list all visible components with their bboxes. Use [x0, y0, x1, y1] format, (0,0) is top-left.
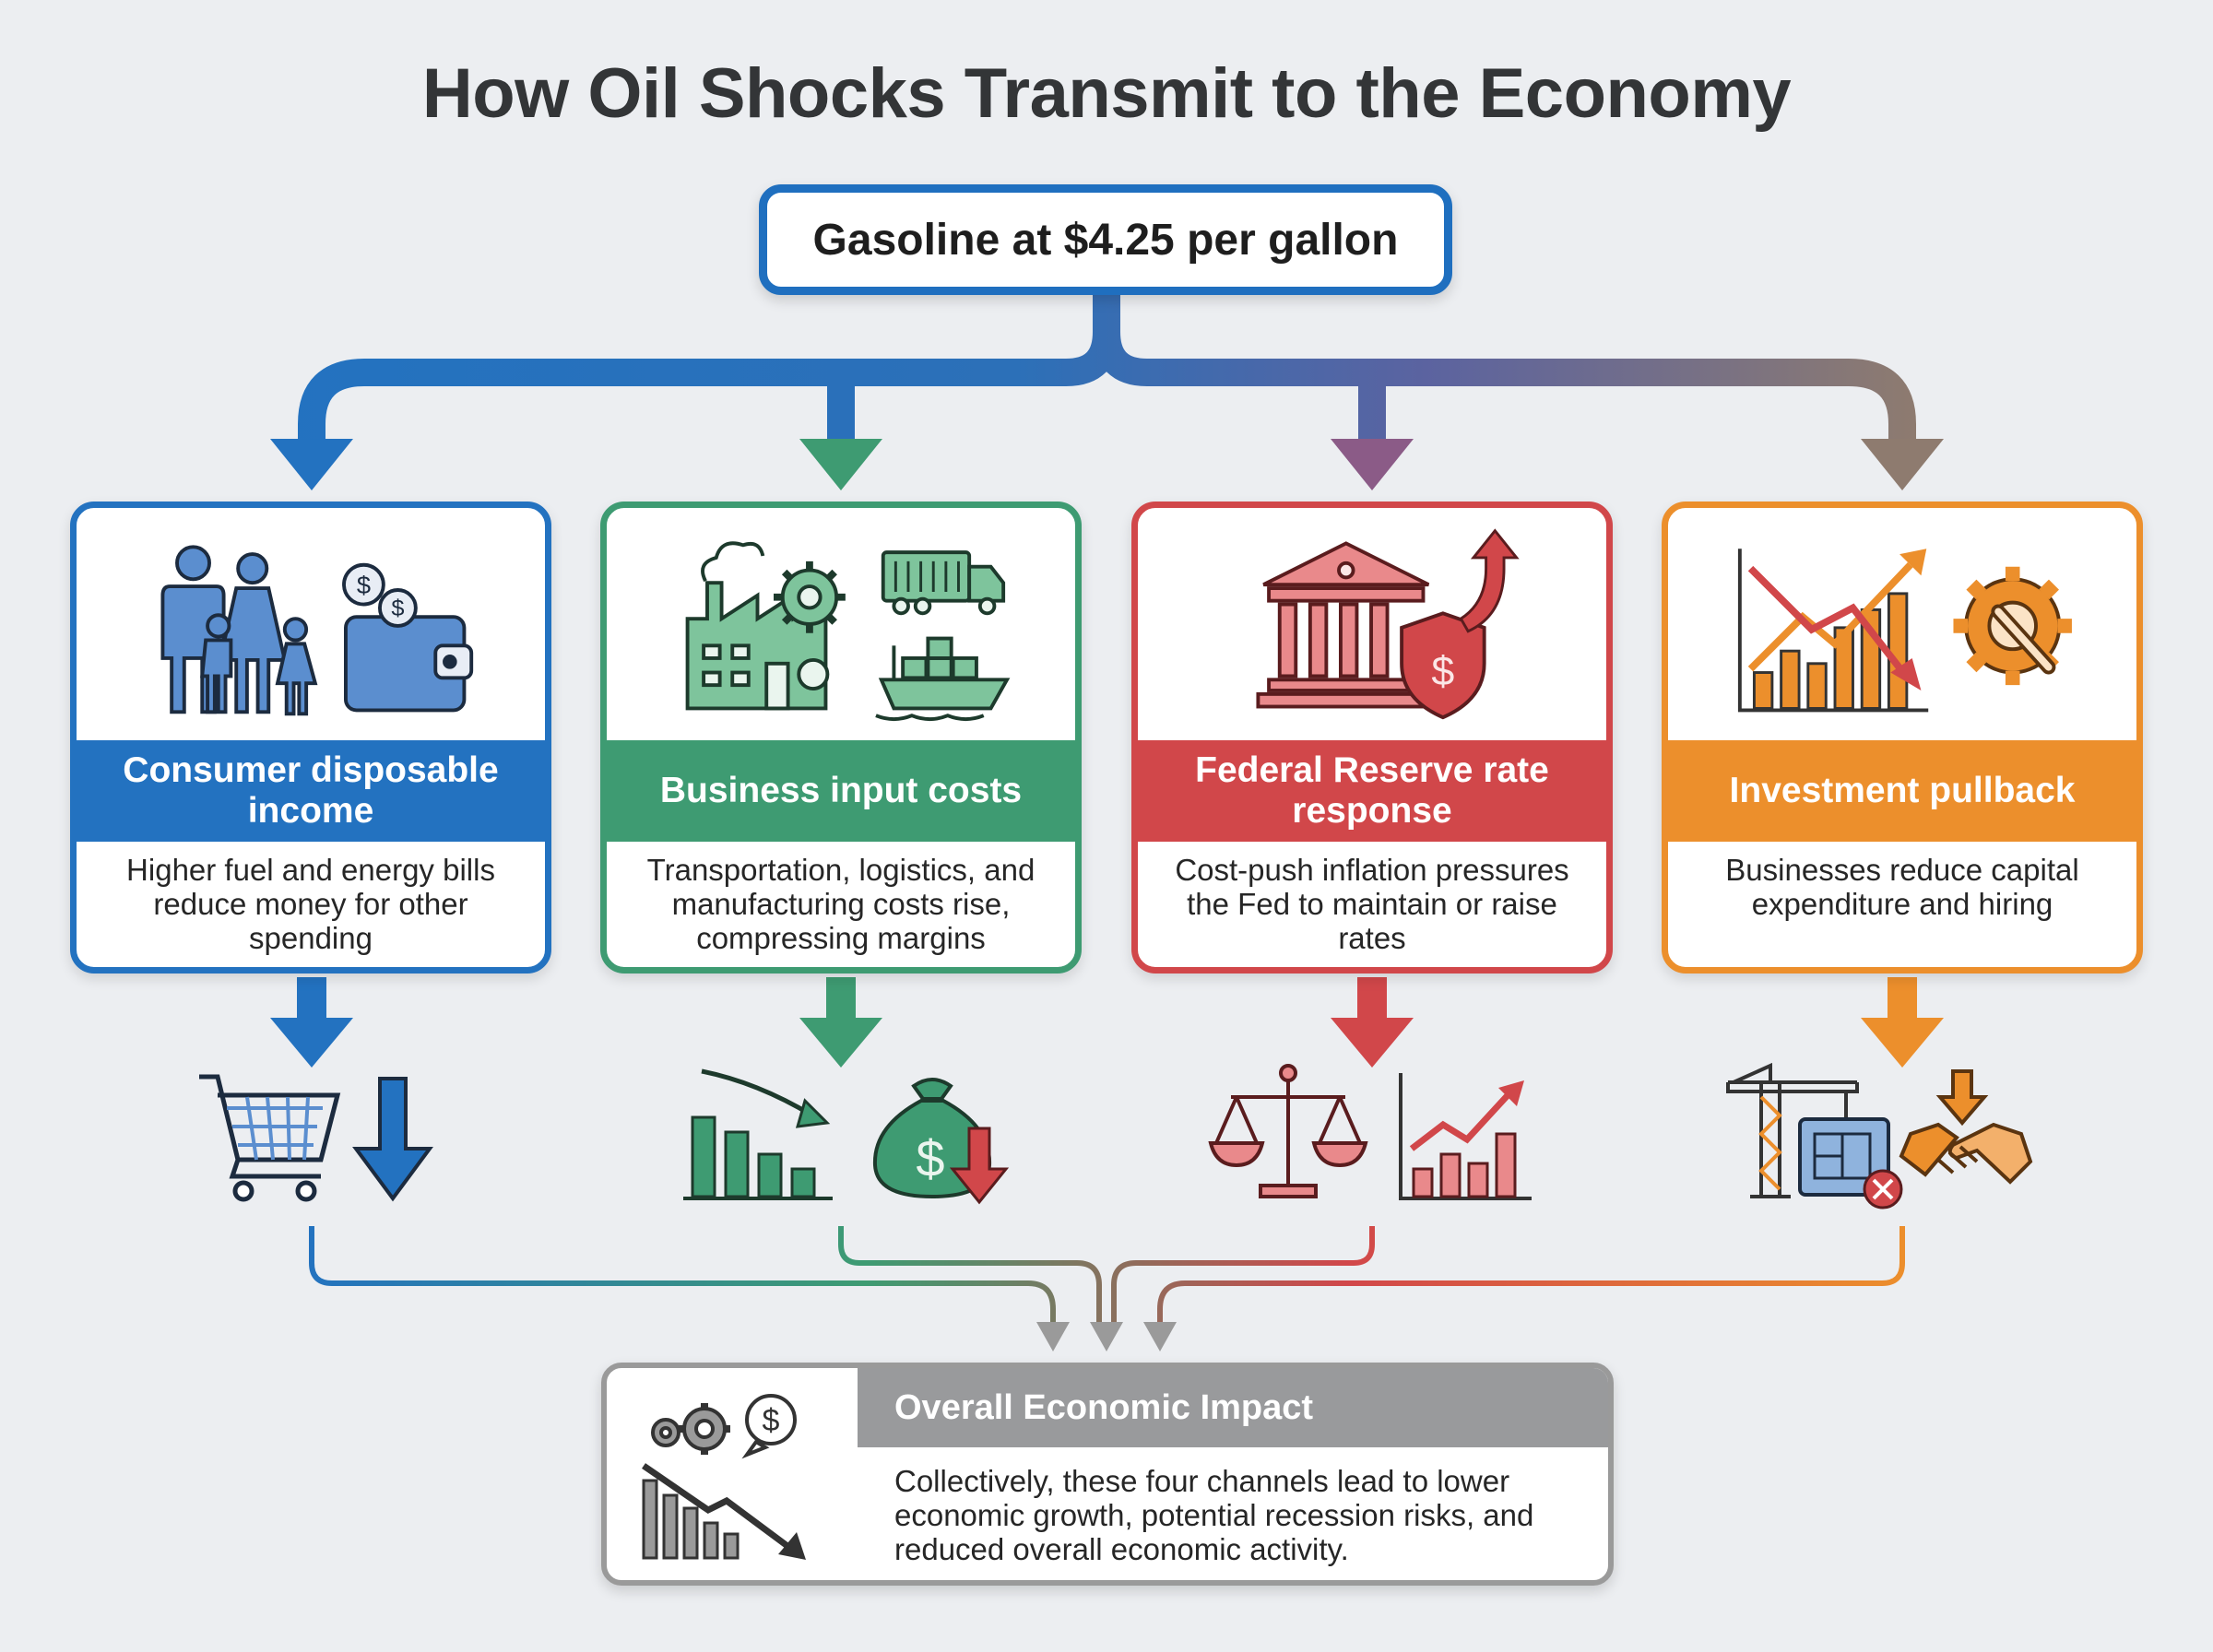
channel-desc-business: Transportation, logistics, and manufactu… [646, 853, 1035, 955]
channel-title-consumer: Consumer disposable income [77, 740, 545, 842]
fed-effects [1208, 1064, 1532, 1200]
arrowhead-investment [1861, 439, 1944, 490]
up-arrow-icon [1459, 528, 1520, 633]
svg-text:$: $ [357, 571, 371, 599]
channel-desc-investment: Businesses reduce capital expenditure an… [1725, 853, 2079, 921]
truck-icon [881, 550, 1006, 616]
arrowhead-consumer [270, 439, 353, 490]
arrowhead-fed [1331, 439, 1414, 490]
business-effects: $ [683, 1068, 1010, 1205]
channel-card-investment: Investment pullback Businesses reduce ca… [1662, 502, 2143, 974]
svg-text:$: $ [391, 596, 404, 621]
down-arrow-icon [352, 1077, 433, 1202]
card-down-arrows [270, 977, 1944, 1068]
svg-text:$: $ [916, 1129, 944, 1187]
gears-decline-icon: $ [642, 1394, 806, 1560]
shield-dollar-icon: $ [1400, 611, 1486, 720]
channel-desc-consumer: Higher fuel and energy bills reduce mone… [126, 853, 495, 955]
channel-title-investment: Investment pullback [1668, 740, 2136, 842]
consumer-effects [199, 1074, 433, 1202]
arrowhead-business [799, 439, 882, 490]
rising-bar-chart-icon [1399, 1073, 1532, 1200]
gear-icon [774, 560, 846, 690]
channel-card-consumer: $ $ Consumer disposable income Higher fu… [70, 502, 551, 974]
channel-card-fed: $ Federal Reserve rate response Cost-pus… [1131, 502, 1613, 974]
channel-card-business: Business input costs Transportation, log… [600, 502, 1082, 974]
convergence-arrowheads [1036, 1322, 1177, 1351]
impact-title: Overall Economic Impact [858, 1368, 1608, 1447]
source-box: Gasoline at $4.25 per gallon [759, 184, 1452, 295]
blueprint-icon [1798, 1117, 1903, 1210]
trend-chart-icon [1737, 549, 1929, 713]
page-title: How Oil Shocks Transmit to the Economy [421, 54, 1792, 133]
investment-icons [1737, 549, 2072, 713]
declining-bar-chart-icon [683, 1068, 833, 1200]
impact-description: Collectively, these four channels lead t… [894, 1464, 1534, 1566]
impact-box: $ Overall Economic Impact Collectively, … [601, 1363, 1614, 1586]
construction-crane-icon [1726, 1062, 1859, 1198]
investment-effects [1726, 1062, 2033, 1210]
shopping-cart-icon [199, 1074, 341, 1202]
cargo-ship-icon [875, 636, 1011, 722]
handshake-icon [1899, 1069, 2033, 1185]
svg-text:$: $ [763, 1403, 780, 1438]
channel-title-business: Business input costs [607, 740, 1075, 842]
svg-text:$: $ [1431, 648, 1454, 694]
gear-wrench-icon [1953, 566, 2072, 686]
bank-building-icon [1256, 541, 1437, 709]
channel-title-fed: Federal Reserve rate response [1138, 740, 1606, 842]
convergence-lines [309, 1226, 1905, 1324]
consumer-icons: $ $ [160, 545, 474, 716]
balance-scale-icon [1208, 1064, 1368, 1198]
fed-icons: $ [1256, 528, 1520, 720]
wallet-icon: $ $ [342, 562, 474, 713]
channel-desc-fed: Cost-push inflation pressures the Fed to… [1175, 853, 1569, 955]
top-distribution-arrows [298, 293, 1916, 441]
business-icons [685, 541, 1011, 722]
source-label: Gasoline at $4.25 per gallon [812, 215, 1399, 265]
money-bag-icon: $ [872, 1078, 1010, 1205]
family-icon [160, 545, 318, 716]
